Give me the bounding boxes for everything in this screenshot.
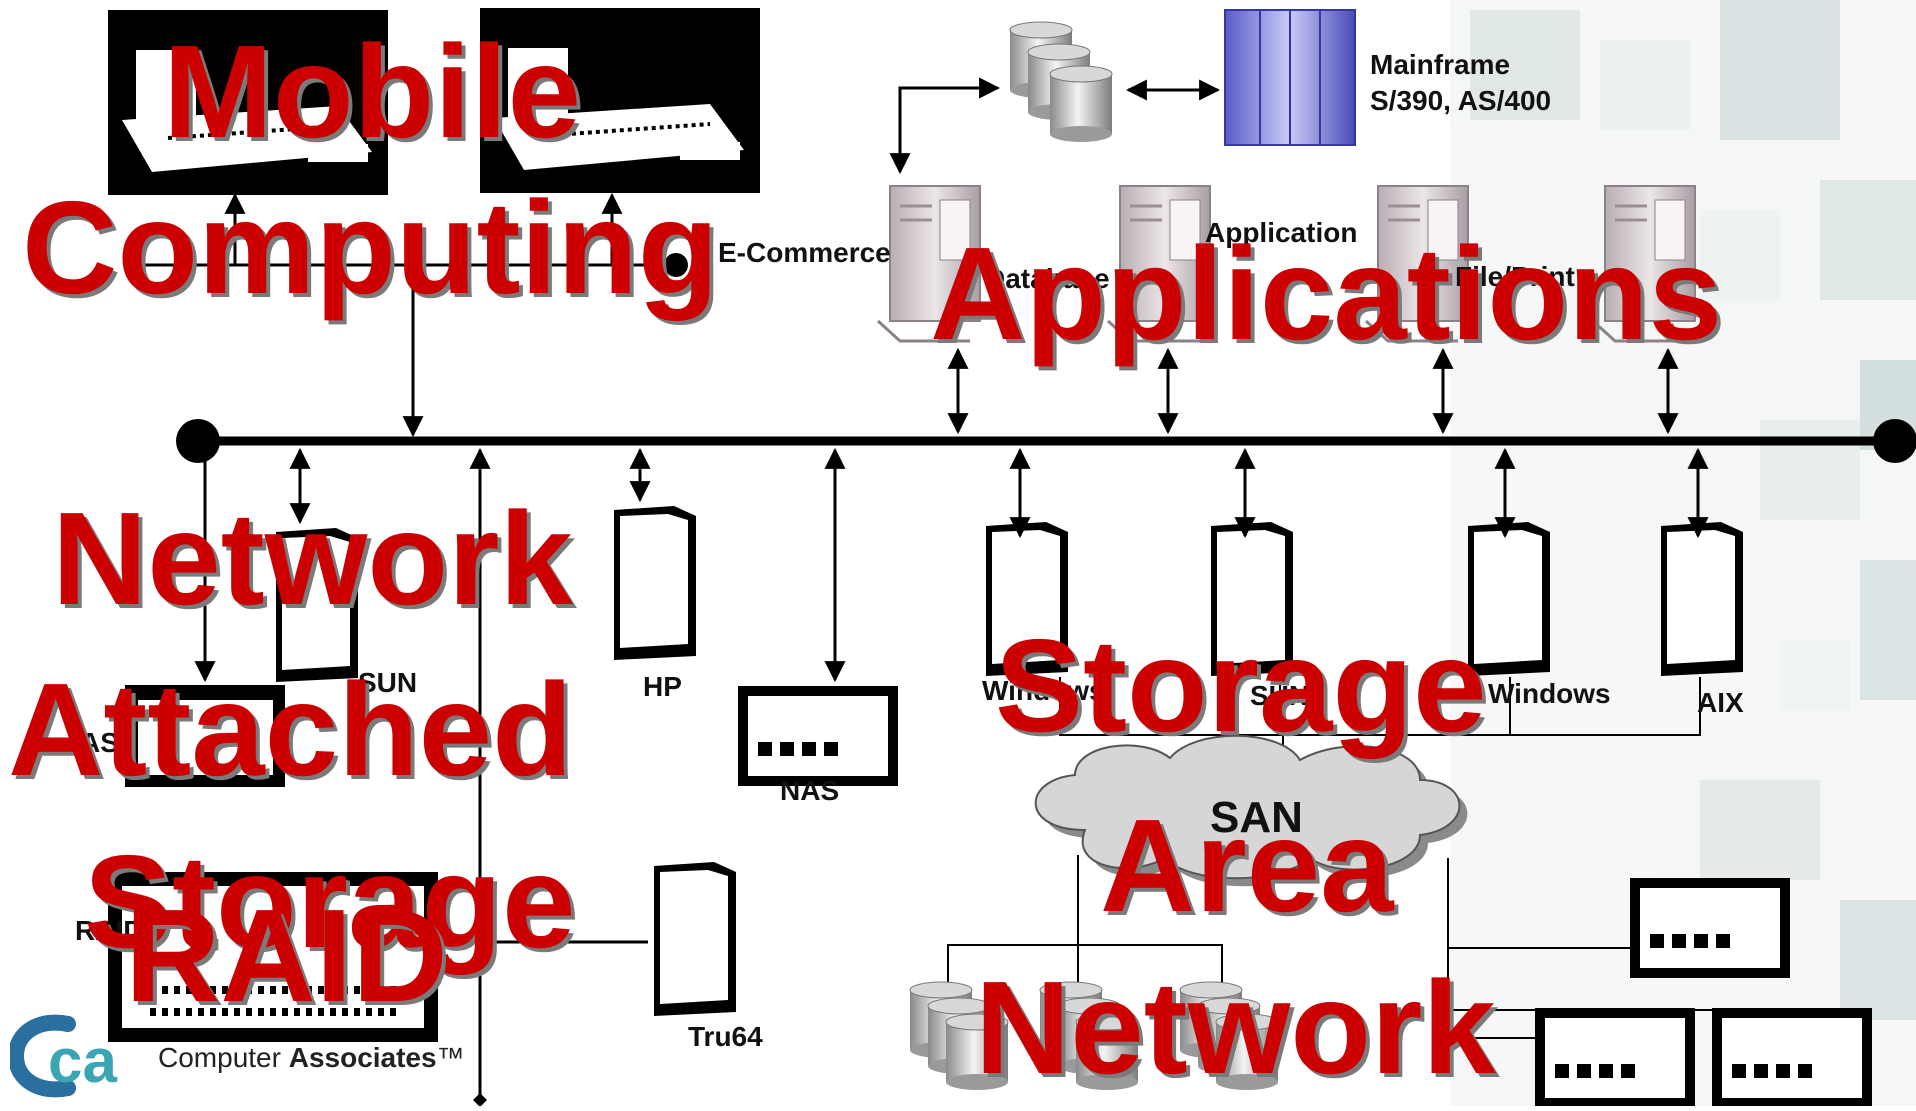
san-tape-unit-icon	[1535, 1008, 1695, 1108]
tru64-label: Tru64	[688, 1021, 763, 1052]
windows-right-label: Windows	[1488, 678, 1611, 709]
san-label: SAN	[1210, 793, 1303, 842]
company-logo: ca Computer Associates™	[10, 1010, 470, 1100]
bus-end-left	[176, 419, 220, 463]
aix-label: AIX	[1697, 687, 1744, 718]
database-label: Database	[985, 263, 1110, 294]
left-host-connectors	[194, 447, 846, 1100]
company-name-bold: Associates	[288, 1042, 437, 1073]
san-tape-unit-icon	[1712, 1008, 1872, 1108]
ca-mark-text: ca	[48, 1027, 117, 1096]
mainframe-label: Mainframe	[1370, 49, 1510, 80]
as400-host-icon	[125, 685, 285, 787]
nas-title-line3: Storage	[84, 828, 576, 975]
tru64-host-icon	[654, 862, 736, 1016]
nas-title-line2: Attached	[8, 656, 573, 803]
sun-left-label: SUN	[358, 667, 417, 698]
sun-right-label: SUN	[1250, 680, 1309, 711]
hp-label: HP	[643, 671, 682, 702]
aix-host-icon	[1661, 522, 1743, 676]
mainframe-connectors	[889, 77, 1221, 175]
trademark-symbol: ™	[436, 1042, 465, 1073]
raid-label: RAID	[75, 915, 143, 946]
raid-array-icon	[108, 872, 438, 1042]
mainframe-icon	[1224, 9, 1356, 146]
san-title-line1: Storage	[995, 612, 1487, 759]
file-print-label: File/Print	[1455, 261, 1575, 292]
nas-device-icon	[738, 686, 898, 786]
san-cloud-icon	[1034, 734, 1468, 887]
raid-title: RAID	[125, 882, 448, 1029]
nas-label: NAS	[780, 775, 839, 806]
disk-icon	[1049, 65, 1113, 143]
mobile-title-line2: Computing	[22, 174, 719, 321]
mobile-connectors	[135, 192, 680, 438]
nas-title-line1: Network	[52, 485, 573, 632]
company-name: Computer Associates™	[158, 1042, 465, 1074]
server-connectors	[947, 347, 1679, 435]
san-host-connectors	[1009, 447, 1709, 770]
application-label: Application	[1205, 217, 1357, 248]
mobile-title-line1: Mobile	[163, 18, 581, 165]
applications-title: Applications	[930, 220, 1723, 367]
hp-host-icon	[614, 506, 696, 660]
mainframe-model-label: S/390, AS/400	[1370, 85, 1551, 116]
bus-junction-icon	[473, 1093, 487, 1107]
ca-logo-icon: ca	[10, 1014, 117, 1098]
windows-left-label: Windows	[982, 675, 1105, 706]
san-title-line3: Network	[975, 954, 1496, 1101]
bus-end-right	[1873, 419, 1916, 463]
as400-label: AS	[80, 727, 119, 758]
ecommerce-node-icon	[664, 253, 688, 277]
ecommerce-label: E-Commerce	[718, 237, 891, 268]
san-title-line2: Area	[1100, 792, 1394, 939]
san-tape-unit-icon	[1630, 878, 1790, 978]
company-name-light: Computer	[158, 1042, 289, 1073]
